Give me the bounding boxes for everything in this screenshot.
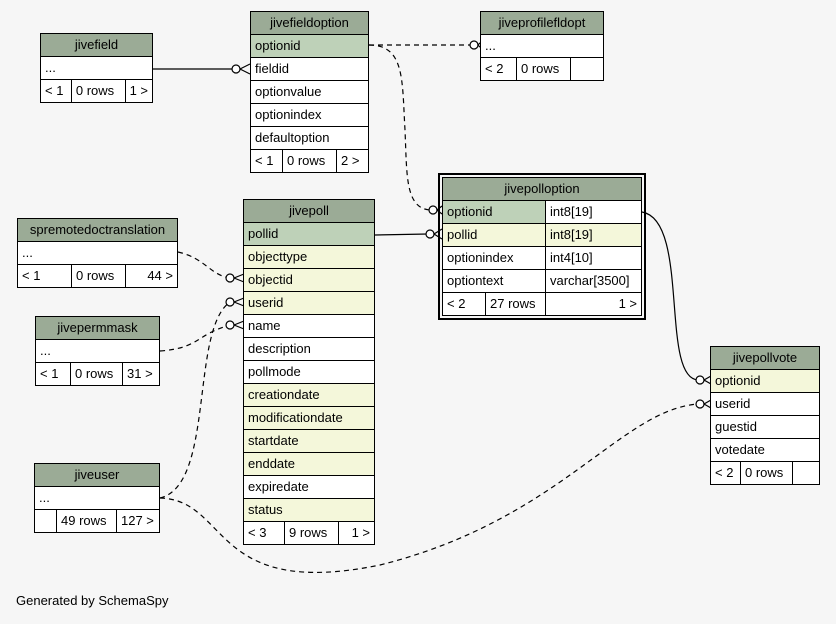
crowsfoot-marker — [225, 273, 235, 283]
table-row: fieldid — [251, 58, 368, 81]
table-row: optionindex int4[10] — [443, 247, 641, 270]
table-row: ... — [36, 340, 159, 363]
link-fieldoption-polloption — [368, 44, 431, 211]
table-footer: < 1 0 rows 1 > — [41, 80, 152, 102]
table-row: ... — [481, 35, 603, 58]
table-jivepollvote[interactable]: jivepollvote optionid userid guestid vot… — [710, 346, 820, 485]
crowsfoot-marker — [428, 205, 438, 215]
table-row: name — [244, 315, 374, 338]
table-footer: < 2 0 rows — [711, 462, 819, 484]
table-row: pollmode — [244, 361, 374, 384]
table-row: description — [244, 338, 374, 361]
table-row: expiredate — [244, 476, 374, 499]
table-footer: < 1 0 rows 2 > — [251, 150, 368, 172]
crowsfoot-marker — [469, 40, 479, 50]
link-jiveuser-userid — [159, 301, 231, 499]
table-header[interactable]: jivepermmask — [36, 317, 159, 340]
table-row: optionindex — [251, 104, 368, 127]
table-jiveprofilefldopt[interactable]: jiveprofilefldopt ... < 2 0 rows — [480, 11, 604, 81]
table-header[interactable]: jiveprofilefldopt — [481, 12, 603, 35]
link-polloption-vote — [641, 211, 699, 381]
link-spremote-objectid — [177, 251, 231, 279]
table-header[interactable]: jivefield — [41, 34, 152, 57]
table-jivefield[interactable]: jivefield ... < 1 0 rows 1 > — [40, 33, 153, 103]
table-row: optionid int8[19] — [443, 201, 641, 224]
generated-by-note: Generated by SchemaSpy — [16, 593, 169, 608]
table-row: optionid — [251, 35, 368, 58]
table-row: guestid — [711, 416, 819, 439]
crowsfoot-marker — [425, 229, 435, 239]
table-footer: < 2 27 rows 1 > — [443, 293, 641, 315]
table-footer: < 1 0 rows 31 > — [36, 363, 159, 385]
table-row: objectid — [244, 269, 374, 292]
table-jivepoll[interactable]: jivepoll pollid objecttype objectid user… — [243, 199, 375, 545]
table-row: status — [244, 499, 374, 522]
table-row: votedate — [711, 439, 819, 462]
table-header[interactable]: spremotedoctranslation — [18, 219, 177, 242]
table-jiveuser[interactable]: jiveuser ... 49 rows 127 > — [34, 463, 160, 533]
table-row: userid — [711, 393, 819, 416]
table-footer: 49 rows 127 > — [35, 510, 159, 532]
table-row: ... — [18, 242, 177, 265]
table-row: creationdate — [244, 384, 374, 407]
crowsfoot-marker — [225, 320, 235, 330]
table-row: startdate — [244, 430, 374, 453]
table-footer: < 1 0 rows 44 > — [18, 265, 177, 287]
table-jivepermmask[interactable]: jivepermmask ... < 1 0 rows 31 > — [35, 316, 160, 386]
table-row: pollid — [244, 223, 374, 246]
table-row: modificationdate — [244, 407, 374, 430]
table-row: userid — [244, 292, 374, 315]
table-footer: < 3 9 rows 1 > — [244, 522, 374, 544]
table-row: optiontext varchar[3500] — [443, 270, 641, 293]
crowsfoot-marker — [225, 297, 235, 307]
table-row: ... — [41, 57, 152, 80]
table-jivepolloption[interactable]: jivepolloption optionid int8[19] pollid … — [438, 173, 646, 320]
table-row: optionvalue — [251, 81, 368, 104]
link-jiveuser-votes — [159, 403, 699, 573]
table-footer: < 2 0 rows — [481, 58, 603, 80]
table-row: defaultoption — [251, 127, 368, 150]
table-jivefieldoption[interactable]: jivefieldoption optionid fieldid optionv… — [250, 11, 369, 173]
crowsfoot-marker — [695, 375, 705, 385]
table-row: enddate — [244, 453, 374, 476]
link-permmask-name — [159, 324, 231, 352]
link-poll-polloption — [374, 233, 429, 236]
table-row: objecttype — [244, 246, 374, 269]
crowsfoot-marker — [695, 399, 705, 409]
table-header[interactable]: jivefieldoption — [251, 12, 368, 35]
table-spremotedoctranslation[interactable]: spremotedoctranslation ... < 1 0 rows 44… — [17, 218, 178, 288]
table-header[interactable]: jivepollvote — [711, 347, 819, 370]
table-header[interactable]: jiveuser — [35, 464, 159, 487]
table-row: optionid — [711, 370, 819, 393]
crowsfoot-marker — [231, 64, 241, 74]
table-row: ... — [35, 487, 159, 510]
table-header[interactable]: jivepolloption — [443, 178, 641, 201]
table-row: pollid int8[19] — [443, 224, 641, 247]
table-header[interactable]: jivepoll — [244, 200, 374, 223]
